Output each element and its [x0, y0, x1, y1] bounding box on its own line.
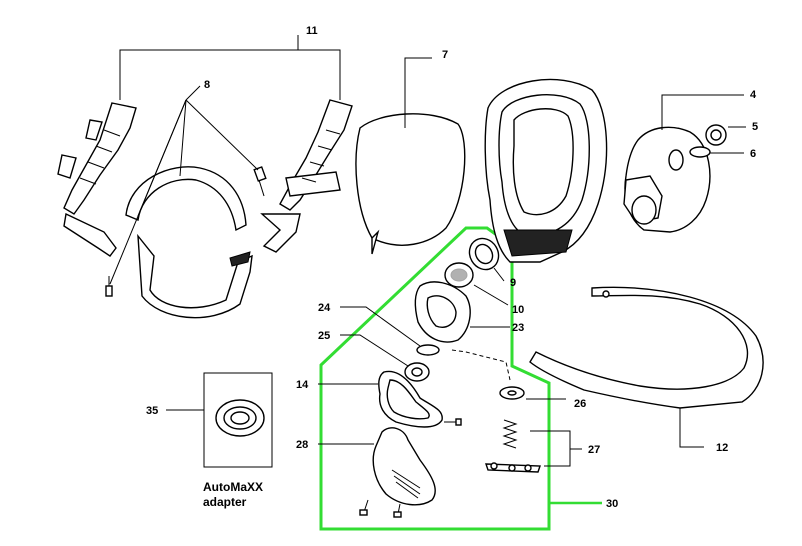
- leader-7: [404, 57, 432, 128]
- leader-4: [661, 94, 744, 130]
- head-harness-strap-right: [260, 99, 353, 253]
- label-5: 5: [752, 121, 758, 133]
- valve-disc-6: [689, 146, 711, 158]
- inner-head-band: [125, 166, 253, 319]
- gasket-14: [378, 370, 443, 428]
- leader-9: [493, 267, 505, 282]
- label-9: 9: [510, 277, 516, 289]
- half-mask: [623, 126, 711, 233]
- filter-5: [705, 124, 727, 146]
- adapter-35: [215, 399, 265, 437]
- valve-seat-25: [404, 362, 430, 382]
- label-12: 12: [716, 442, 728, 454]
- label-4: 4: [750, 89, 757, 101]
- adapter-caption-line1: AutoMaXX: [203, 480, 263, 494]
- screw-8-lower: [105, 276, 113, 297]
- leader-8: [109, 85, 259, 285]
- label-10: 10: [512, 304, 524, 316]
- label-7: 7: [442, 49, 448, 61]
- valve-housing-23: [414, 281, 471, 343]
- screw-14: [444, 418, 462, 426]
- label-8: 8: [204, 79, 210, 91]
- label-26: 26: [574, 398, 586, 410]
- label-35: 35: [146, 405, 158, 417]
- label-28: 28: [296, 439, 308, 451]
- label-25: 25: [318, 330, 330, 342]
- label-14: 14: [296, 379, 309, 391]
- label-24: 24: [318, 302, 331, 314]
- facepiece-body: [484, 78, 608, 263]
- leader-11: [119, 35, 341, 100]
- adapter-caption-line2: adapter: [203, 495, 247, 509]
- assembly-dashed-line: [451, 349, 511, 381]
- filter-disc-10: [444, 262, 474, 288]
- pin-assembly-27: [485, 462, 541, 473]
- label-27: 27: [588, 444, 600, 456]
- screws-28: [359, 499, 402, 518]
- screw-8: [253, 166, 267, 197]
- leader-12: [679, 408, 704, 448]
- label-6: 6: [750, 148, 756, 160]
- valve-cover-28: [372, 427, 436, 506]
- visor-lens: [355, 113, 466, 255]
- valve-disc-24: [416, 344, 440, 356]
- assembly-30-highlight-outline: [319, 226, 551, 531]
- label-30: 30: [606, 498, 618, 510]
- adapter-caption: AutoMaXX adapter: [203, 480, 323, 510]
- label-23: 23: [512, 322, 524, 334]
- neck-strap: [529, 286, 764, 409]
- exhale-valve-26: [499, 386, 525, 400]
- leader-25: [340, 334, 409, 367]
- label-11: 11: [306, 25, 318, 37]
- head-harness-strap-left: [57, 102, 137, 257]
- leader-24: [340, 306, 421, 347]
- leader-10: [473, 284, 509, 306]
- adapter-ring-9: [468, 237, 500, 271]
- spring-27: [502, 419, 518, 449]
